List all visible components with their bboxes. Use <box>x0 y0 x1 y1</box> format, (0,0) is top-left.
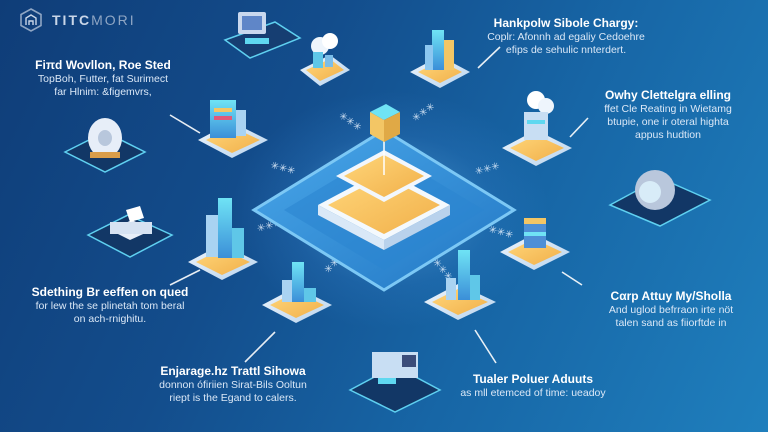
label-title: Sdething Br eeffen on qued <box>31 285 189 299</box>
brand-logo: TITCMORI <box>20 8 136 32</box>
node-printer-box <box>86 206 174 258</box>
node-server-terminal <box>223 12 302 59</box>
node-city-cluster-left <box>188 198 258 280</box>
node-office-tower-left <box>198 100 268 158</box>
connector-lines <box>169 46 589 364</box>
node-city-cluster-center-right <box>424 250 496 320</box>
node-city-cluster-center-left <box>262 262 332 323</box>
node-dock-station <box>348 352 442 413</box>
label-title: Fiπd Wovllon, Roe Sted <box>35 58 171 72</box>
node-cloud-city <box>300 33 350 86</box>
svg-text:✳✳✳: ✳✳✳ <box>474 161 501 178</box>
central-hub <box>251 104 517 292</box>
node-stacked-blocks <box>500 218 570 270</box>
node-cloud-server-right <box>502 91 572 166</box>
svg-text:✳✳✳: ✳✳✳ <box>487 224 514 241</box>
label-right-lower: Cαrp Attuy My/Sholla And uglod befrraon … <box>576 289 766 330</box>
label-top-left: Fiπd Wovllon, Roe Sted TopBoh, Futter, f… <box>18 58 188 99</box>
node-tower-city-top <box>410 30 470 88</box>
svg-text:✳✳✳: ✳✳✳ <box>336 110 363 133</box>
brand-name: TITCMORI <box>52 12 136 28</box>
node-ring-device <box>608 170 712 227</box>
label-right-upper: Owhy Clettelgra elling ffet Cle Reating … <box>580 88 756 142</box>
label-title: Owhy Clettelgra elling <box>604 88 732 102</box>
label-title: Enjarage.hz Trattl Sihowa <box>160 364 306 378</box>
svg-text:✳✳✳: ✳✳✳ <box>269 160 296 177</box>
label-bottom-left: Enjarage.hz Trattl Sihowa donnon ófiriie… <box>140 364 326 405</box>
label-title: Tualer Poluer Aduuts <box>472 372 593 386</box>
label-title: Cαrp Attuy My/Sholla <box>610 289 732 303</box>
node-round-device <box>63 118 147 173</box>
hexagon-house-icon <box>20 8 42 32</box>
label-title: Hankpolw Sibole Chargy: <box>493 16 639 30</box>
svg-text:✳✳✳: ✳✳✳ <box>410 101 437 124</box>
label-left-lower: Sdething Br eeffen on qued for lew the s… <box>10 285 210 326</box>
label-bottom-right: Tualer Poluer Aduuts as mll etemced of t… <box>440 372 626 400</box>
label-top-right: Hankpolw Sibole Chargy: Coplr: Afonnh ad… <box>468 16 664 57</box>
